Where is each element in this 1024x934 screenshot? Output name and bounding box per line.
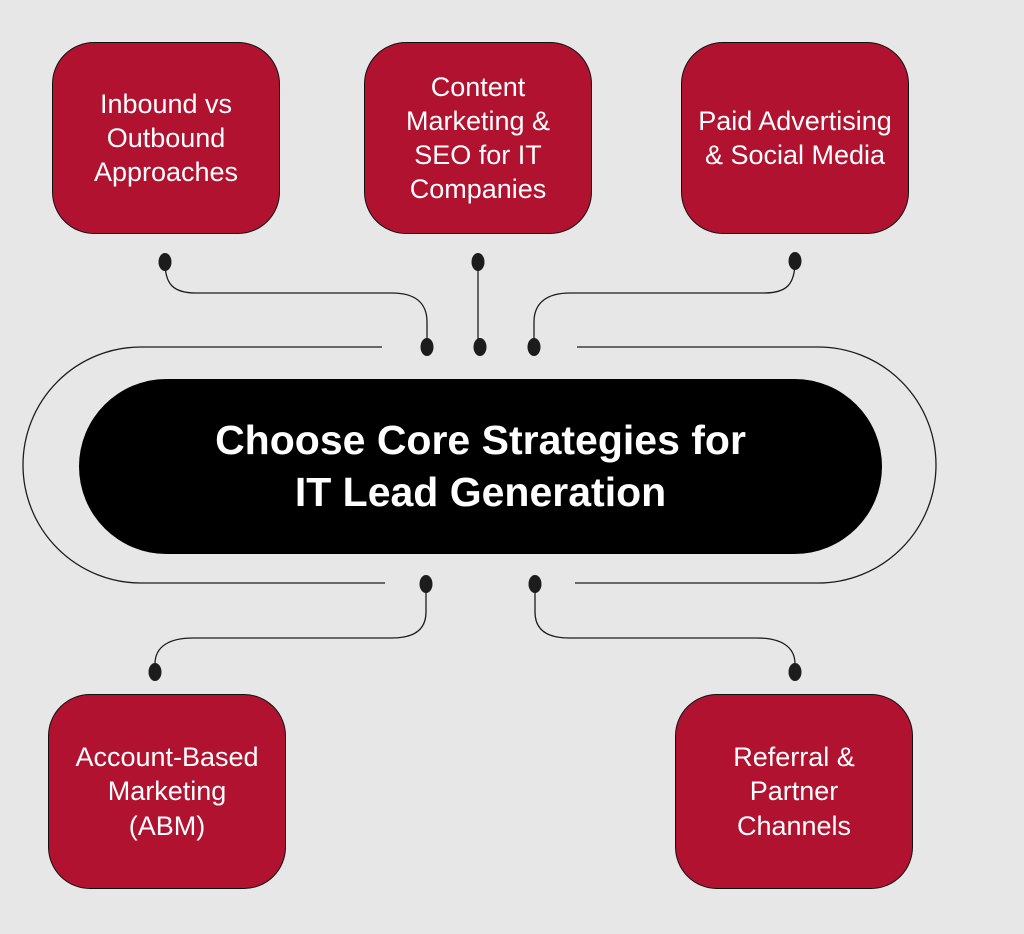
connector-center-to-abm	[154, 584, 427, 672]
junction-dot	[148, 663, 162, 681]
junction-dot	[473, 338, 487, 356]
junction-dot	[527, 338, 541, 356]
junction-dot	[528, 575, 542, 593]
node-referral-partner-channels[interactable]: Referral & Partner Channels	[675, 694, 913, 889]
connector-center-to-referral	[534, 584, 796, 672]
connector-paid-to-center	[533, 260, 796, 347]
junction-dot	[158, 253, 172, 271]
node-inbound-vs-outbound[interactable]: Inbound vs Outbound Approaches	[52, 42, 280, 234]
node-center-choose-core-strategies[interactable]: Choose Core Strategies for IT Lead Gener…	[79, 379, 882, 554]
junction-dot	[788, 663, 802, 681]
node-account-based-marketing[interactable]: Account-Based Marketing (ABM)	[48, 694, 286, 889]
junction-dot	[419, 575, 433, 593]
node-label: Referral & Partner Channels	[733, 742, 855, 841]
node-paid-advertising-social[interactable]: Paid Advertising & Social Media	[681, 42, 909, 234]
junction-dot	[788, 252, 802, 270]
node-label: Inbound vs Outbound Approaches	[93, 88, 239, 187]
node-label: Paid Advertising & Social Media	[698, 105, 892, 170]
node-label: Content Marketing & SEO for IT Companies	[405, 71, 551, 205]
junction-dot	[471, 253, 485, 271]
center-outline-left	[22, 346, 385, 584]
node-content-marketing-seo[interactable]: Content Marketing & SEO for IT Companies	[364, 42, 592, 234]
connector-inbound-to-center	[164, 261, 428, 347]
junction-dot	[420, 338, 434, 356]
center-outline-right	[575, 346, 937, 584]
node-label: Account-Based Marketing (ABM)	[75, 742, 259, 841]
center-node-label: Choose Core Strategies for IT Lead Gener…	[215, 416, 746, 515]
